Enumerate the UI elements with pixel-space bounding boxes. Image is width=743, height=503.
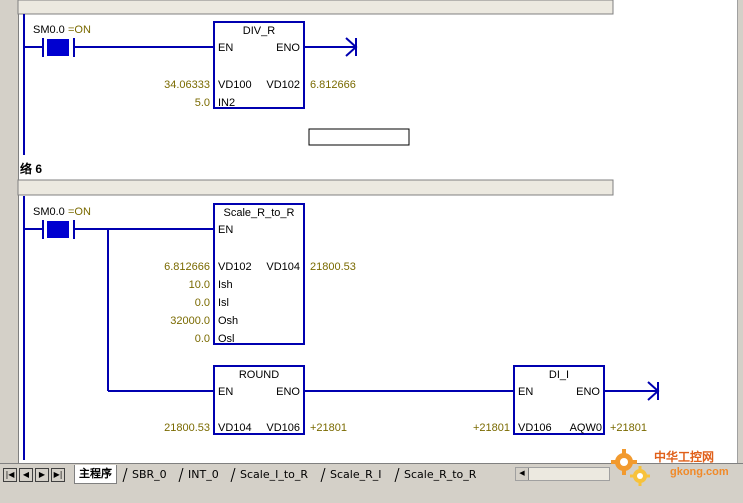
round-in-value: 21800.53	[164, 422, 210, 434]
logo-text-cn: 中华工控网	[654, 450, 715, 464]
di-i-en: EN	[518, 386, 533, 398]
tab-separator-icon	[178, 468, 184, 482]
scale-title: Scale_R_to_R	[224, 207, 295, 219]
prev-tab-button[interactable]: ◀	[19, 468, 33, 482]
div-r-in1-value: 34.06333	[164, 79, 210, 91]
next-tab-button[interactable]: ▶	[35, 468, 49, 482]
scale-out-value: 21800.53	[310, 261, 356, 273]
div-r-eno: ENO	[276, 42, 300, 54]
left-gutter	[0, 0, 19, 463]
output-arrow-icon	[647, 381, 660, 401]
output-arrow-icon	[345, 37, 358, 57]
last-tab-button[interactable]: ▶|	[51, 468, 65, 482]
round-title: ROUND	[239, 369, 279, 381]
di-i-block[interactable]	[513, 365, 605, 435]
tab-scale-r-i[interactable]: Scale_R_I	[330, 468, 382, 481]
network-header-bar-top[interactable]	[17, 0, 614, 15]
di-i-in-value: +21801	[473, 422, 510, 434]
scale-pin-vd102: VD102	[218, 261, 252, 273]
gkong-logo: 中华工控网 gkong.com	[610, 446, 740, 490]
contact-energized-net6[interactable]	[47, 221, 69, 238]
div-r-in2-pin: IN2	[218, 97, 235, 109]
div-r-title: DIV_R	[243, 25, 275, 37]
scale-pin-ish: Ish	[218, 279, 233, 291]
round-out-pin: VD106	[266, 422, 300, 434]
contact-label-net6: SM0.0	[33, 206, 65, 218]
scale-pin-value: 10.0	[189, 279, 210, 291]
network-comment-box[interactable]	[308, 128, 410, 146]
div-r-en: EN	[218, 42, 233, 54]
scale-en: EN	[218, 224, 233, 236]
round-eno: ENO	[276, 386, 300, 398]
tab-separator-icon	[320, 468, 326, 482]
scale-pin-value: 32000.0	[170, 315, 210, 327]
program-tab-bar: |◀ ◀ ▶ ▶| 主程序 SBR_0 INT_0 Scale_I_to_R Scale…	[0, 463, 743, 503]
tab-int-0[interactable]: INT_0	[188, 468, 219, 481]
tab-separator-icon	[230, 468, 236, 482]
scale-pin-value: 0.0	[195, 297, 210, 309]
di-i-out-value: +21801	[610, 422, 647, 434]
tab-sbr-0[interactable]: SBR_0	[132, 468, 167, 481]
scale-out-pin: VD104	[266, 261, 300, 273]
gear-icon	[611, 449, 650, 486]
network-6-header-bar[interactable]	[17, 179, 614, 196]
contact-state-net6: =ON	[68, 206, 91, 218]
scale-input-pins: VD1026.812666Ish10.0Isl0.0Osh32000.0Osl0…	[164, 261, 252, 345]
div-r-in1-pin: VD100	[218, 79, 252, 91]
round-out-value: +21801	[310, 422, 347, 434]
tab-separator-icon	[122, 468, 128, 482]
contact-energized-top[interactable]	[47, 39, 69, 56]
scale-pin-isl: Isl	[218, 297, 229, 309]
div-r-in2-value: 5.0	[195, 97, 210, 109]
round-en: EN	[218, 386, 233, 398]
contact-state-top: =ON	[68, 24, 91, 36]
round-in-pin: VD104	[218, 422, 252, 434]
di-i-eno: ENO	[576, 386, 600, 398]
div-r-out-value: 6.812666	[310, 79, 356, 91]
first-tab-button[interactable]: |◀	[3, 468, 17, 482]
scale-pin-osh: Osh	[218, 315, 238, 327]
logo-text-en: gkong.com	[670, 466, 729, 478]
tab-separator-icon	[394, 468, 400, 482]
scroll-left-icon[interactable]: ◀	[516, 468, 529, 480]
horizontal-scrollbar[interactable]: ◀	[515, 467, 610, 481]
div-r-out-pin: VD102	[266, 79, 300, 91]
network-6-label: 络 6	[20, 161, 42, 176]
tab-scale-r-to-r[interactable]: Scale_R_to_R	[404, 468, 477, 481]
scale-pin-osl: Osl	[218, 333, 235, 345]
scale-r-to-r-block[interactable]	[213, 203, 305, 345]
round-block[interactable]	[213, 365, 305, 435]
scale-pin-value: 0.0	[195, 333, 210, 345]
tab-scale-i-to-r[interactable]: Scale_I_to_R	[240, 468, 309, 481]
di-i-title: DI_I	[549, 369, 569, 381]
tab-main-program[interactable]: 主程序	[74, 465, 117, 484]
di-i-in-pin: VD106	[518, 422, 552, 434]
vertical-scrollbar[interactable]	[737, 0, 743, 463]
di-i-out-pin: AQW0	[570, 422, 602, 434]
scale-pin-value: 6.812666	[164, 261, 210, 273]
contact-label-top: SM0.0	[33, 24, 65, 36]
div-r-block[interactable]	[213, 21, 305, 109]
